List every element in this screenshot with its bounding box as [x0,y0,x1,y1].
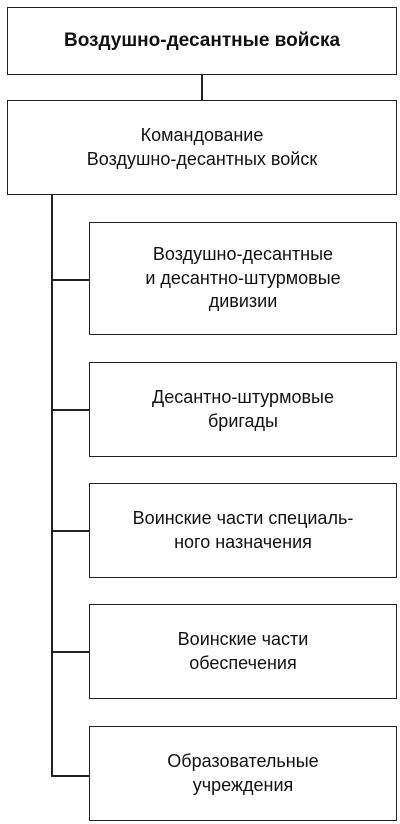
child-label-divisions: Воздушно-десантные и десантно-штурмовые … [145,244,341,312]
trunk-line [51,195,53,776]
child-box-education: Образовательные учреждения [89,726,397,821]
child-box-brigades: Десантно-штурмовые бригады [89,362,397,457]
child-label-special-units: Воинские части специаль- ного назначения [132,508,354,552]
branch-divisions [51,279,89,281]
child-label-support-units: Воинские части обеспечения [177,629,309,673]
child-label-brigades: Десантно-штурмовые бригады [152,387,334,431]
command-label: Командование Воздушно-десантных войск [86,125,318,169]
root-box: Воздушно-десантные войска [7,7,397,75]
branch-brigades [51,409,89,411]
command-box: Командование Воздушно-десантных войск [7,100,397,195]
branch-special-units [51,530,89,532]
root-label: Воздушно-десантные войска [63,29,341,51]
branch-education [51,775,89,777]
child-box-special-units: Воинские части специаль- ного назначения [89,483,397,578]
connector-root-command [201,75,203,100]
child-label-education: Образовательные учреждения [167,751,319,795]
child-box-divisions: Воздушно-десантные и десантно-штурмовые … [89,222,397,335]
child-box-support-units: Воинские части обеспечения [89,604,397,699]
branch-support-units [51,651,89,653]
